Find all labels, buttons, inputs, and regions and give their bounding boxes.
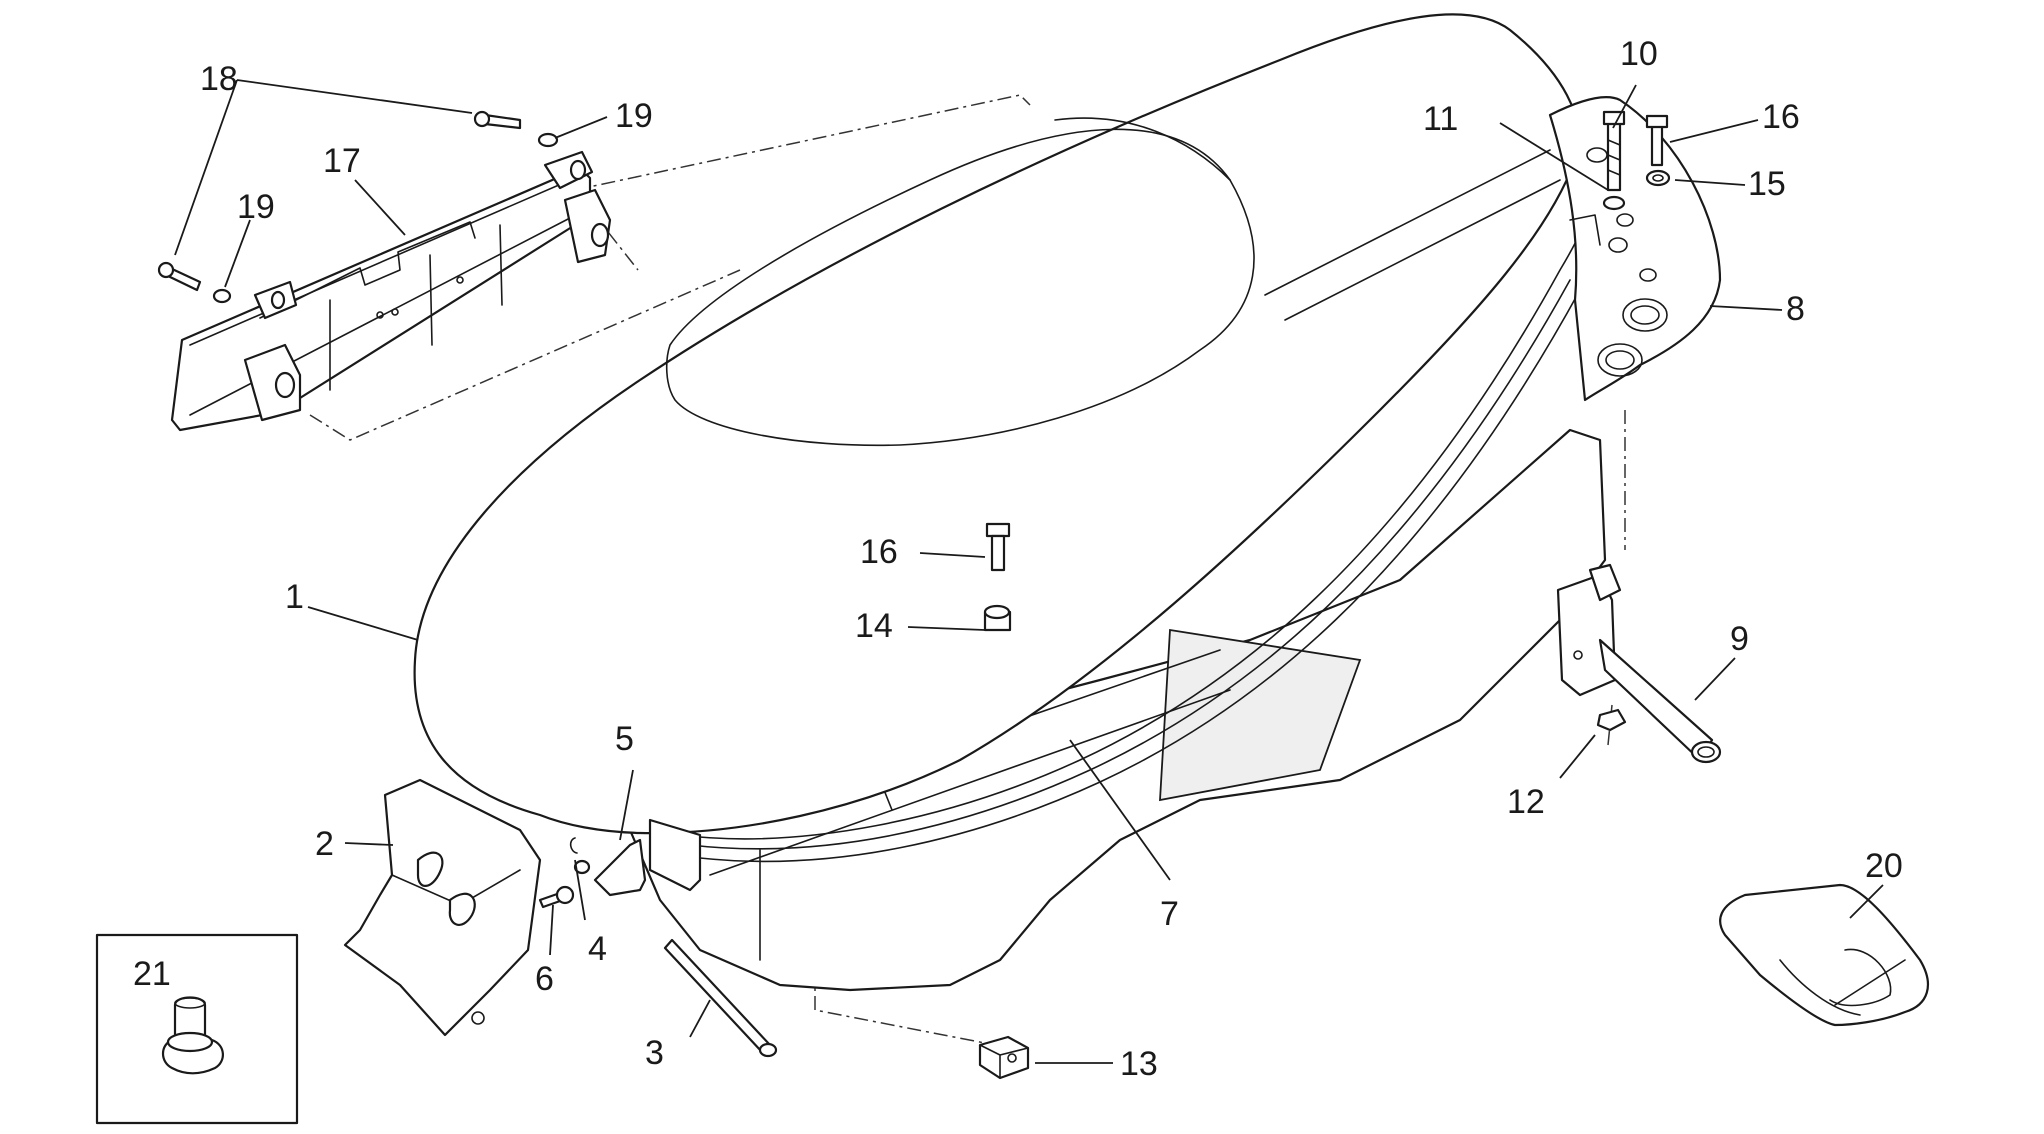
callout-labels: 1 2 3 4 5 6 7 8 9 10 11 12 13 14 15 16 1… (133, 35, 1903, 1083)
seat-cover-plate (170, 150, 612, 432)
washer-19-lower (212, 288, 232, 304)
inset-box (95, 933, 299, 1125)
callout-13: 13 (1120, 1045, 1158, 1083)
callout-4: 4 (588, 930, 607, 968)
callout-7: 7 (1160, 895, 1179, 933)
callout-11: 11 (1423, 100, 1458, 138)
nut-12 (1596, 708, 1627, 732)
screw-16-middle (985, 522, 1011, 572)
callout-17: 17 (323, 142, 361, 180)
helmet-compartment (628, 428, 1607, 992)
callout-12: 12 (1507, 783, 1545, 821)
callout-16-rear: 16 (1762, 98, 1800, 136)
callout-20: 20 (1865, 847, 1903, 885)
callout-1: 1 (285, 578, 304, 616)
tool-pouch (1719, 883, 1929, 1027)
callout-2: 2 (315, 825, 334, 863)
washer-15 (1645, 169, 1671, 187)
seat-frame-rear (1548, 96, 1722, 402)
screw-10 (1602, 110, 1626, 192)
screw-18-upper (473, 110, 522, 130)
hinge-bracket (1556, 563, 1722, 764)
callout-19-lower: 19 (237, 188, 275, 226)
clip-13 (978, 1035, 1030, 1080)
front-cover (343, 778, 542, 1037)
seat (413, 13, 1595, 863)
washer-14 (983, 604, 1012, 632)
washer-19-upper (537, 132, 559, 148)
callout-16-middle: 16 (860, 533, 898, 571)
callout-6: 6 (535, 960, 554, 998)
callout-18: 18 (200, 60, 238, 98)
callout-9: 9 (1730, 620, 1749, 658)
callout-3: 3 (645, 1034, 664, 1072)
callout-19-upper: 19 (615, 97, 653, 135)
callout-8: 8 (1786, 290, 1805, 328)
pin-3 (663, 938, 778, 1058)
leader-lines (174, 79, 1884, 1064)
callout-15: 15 (1748, 165, 1786, 203)
screw-16-rear (1645, 114, 1669, 167)
callout-14: 14 (855, 607, 893, 645)
callout-5: 5 (615, 720, 634, 758)
screw-6 (538, 885, 575, 909)
washer-11 (1602, 195, 1626, 211)
callout-21: 21 (133, 955, 171, 993)
callout-10: 10 (1620, 35, 1658, 73)
latch-hook (569, 818, 702, 897)
screw-18-lower (157, 261, 202, 292)
